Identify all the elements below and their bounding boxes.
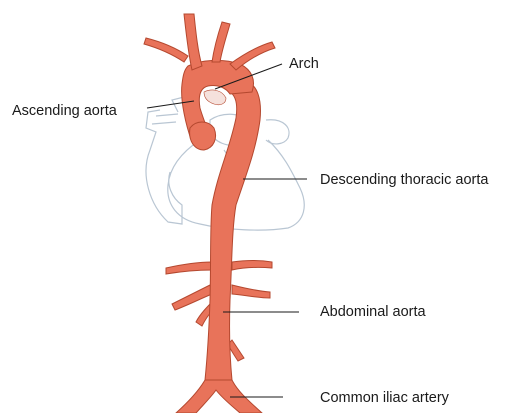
ascending-aorta-root bbox=[190, 122, 216, 150]
label-arch: Arch bbox=[289, 57, 319, 72]
celiac-trunk bbox=[166, 262, 212, 274]
left-subclavian bbox=[230, 42, 275, 70]
right-subclavian bbox=[144, 38, 188, 62]
label-common-iliac-artery: Common iliac artery bbox=[320, 391, 449, 406]
arch-inner-highlight bbox=[204, 90, 226, 105]
left-common-carotid bbox=[212, 22, 230, 62]
renal-artery-left bbox=[172, 285, 212, 310]
renal-artery-right bbox=[232, 285, 270, 298]
left-renal-branch bbox=[232, 261, 272, 271]
brachiocephalic-trunk bbox=[184, 14, 202, 70]
label-abdominal-aorta: Abdominal aorta bbox=[320, 305, 426, 320]
label-descending-thoracic-aorta: Descending thoracic aorta bbox=[320, 173, 488, 188]
label-ascending-aorta: Ascending aorta bbox=[12, 104, 117, 119]
